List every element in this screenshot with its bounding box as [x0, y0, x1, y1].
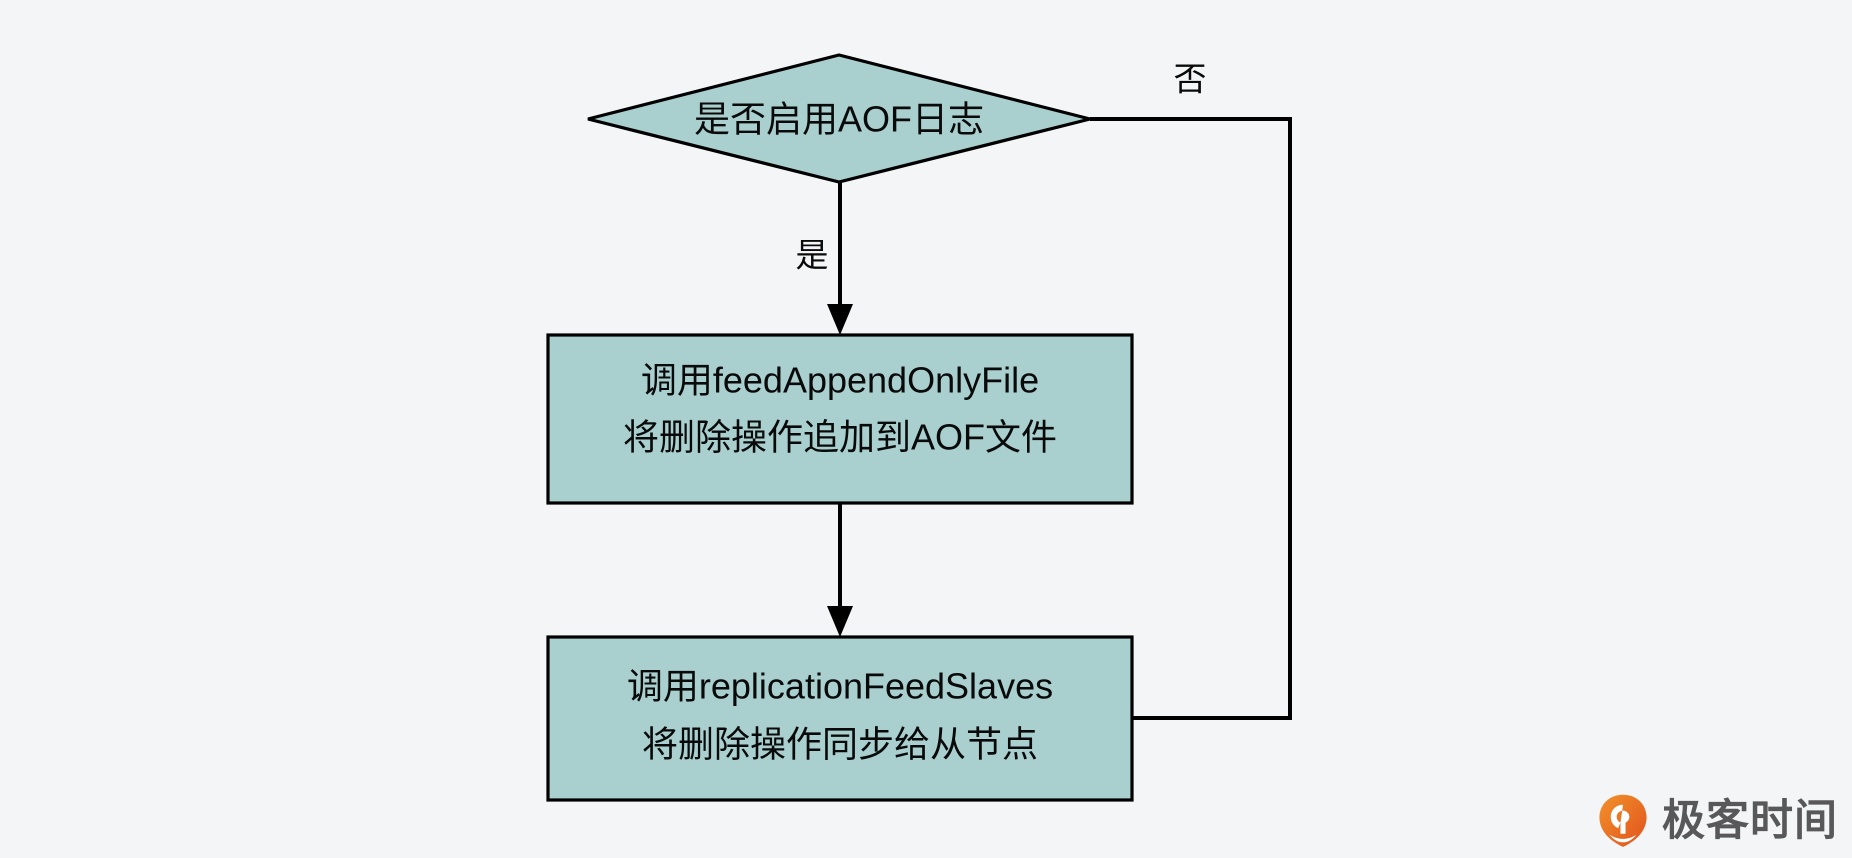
- process-box-1-shape[interactable]: [546, 333, 1134, 505]
- edge-yes: 是: [796, 182, 853, 335]
- node-decision-aof[interactable]: 是否启用AOF日志: [587, 53, 1091, 184]
- process-box-2-line1: 调用replicationFeedSlaves: [627, 666, 1053, 707]
- geektime-logo-icon: [1594, 792, 1652, 850]
- decision-diamond-label: 是否启用AOF日志: [694, 99, 984, 140]
- edge-yes-label: 是: [796, 237, 829, 274]
- edge-yes-arrowhead: [827, 304, 853, 335]
- edge-no-label: 否: [1174, 61, 1207, 98]
- node-process-replication-feed-slaves[interactable]: 调用replicationFeedSlaves 将删除操作同步给从节点: [546, 635, 1134, 802]
- process-box-2-line2: 将删除操作同步给从节点: [642, 724, 1038, 765]
- brand-name: 极客时间: [1662, 796, 1838, 845]
- geektime-mark-svg: [1599, 794, 1647, 847]
- decision-diamond-shape[interactable]: [587, 53, 1091, 184]
- edge-sequence: [827, 503, 853, 637]
- process-box-1-line1: 调用feedAppendOnlyFile: [641, 360, 1039, 401]
- brand-logo: 极客时间: [1594, 792, 1838, 850]
- process-box-1-line2: 将删除操作追加到AOF文件: [623, 417, 1057, 458]
- node-process-feed-append-only-file[interactable]: 调用feedAppendOnlyFile 将删除操作追加到AOF文件: [546, 333, 1134, 505]
- process-box-2-shape[interactable]: [546, 635, 1134, 802]
- edge-sequence-arrowhead: [827, 606, 853, 637]
